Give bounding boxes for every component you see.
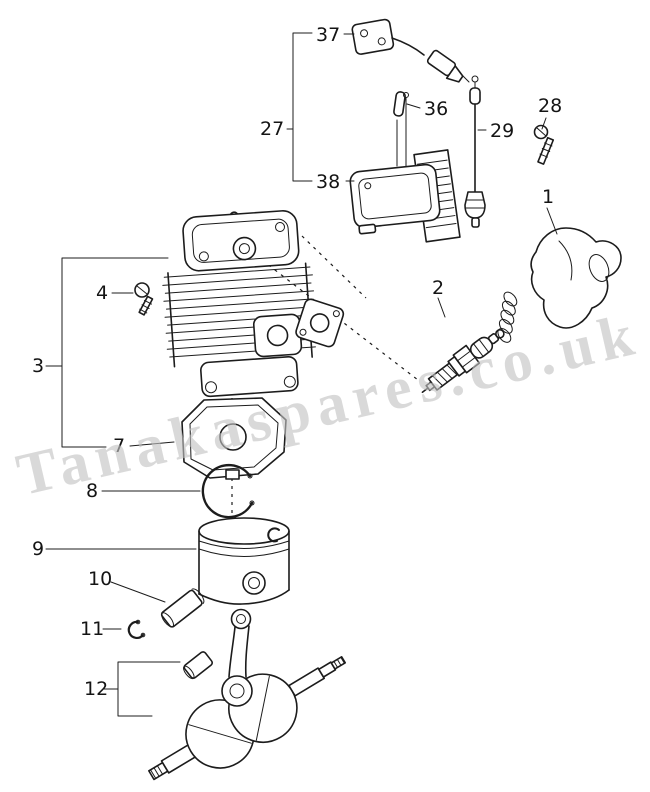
part-label-10: 10 — [88, 568, 112, 590]
part-label-29: 29 — [490, 120, 514, 142]
part-label-12: 12 — [84, 678, 108, 700]
part-label-27: 27 — [260, 118, 284, 140]
plug-wire-29 — [464, 75, 486, 228]
screw-28 — [533, 124, 555, 165]
part-label-1: 1 — [542, 186, 554, 208]
piston-9 — [198, 517, 290, 605]
part-label-2: 2 — [432, 277, 444, 299]
part-label-28: 28 — [538, 95, 562, 117]
cover-1 — [530, 227, 622, 329]
part-label-11: 11 — [80, 618, 104, 640]
snap-ring-8 — [201, 463, 255, 519]
screw-4 — [134, 282, 154, 316]
cylinder-assembly-3 — [162, 210, 345, 398]
connecting-rod — [221, 608, 253, 707]
spring-2 — [497, 291, 518, 343]
gasket-7 — [181, 397, 287, 480]
part-labels: 37 27 38 36 29 28 1 2 4 3 7 8 9 10 11 12 — [32, 24, 562, 700]
callout-27-bracket — [286, 32, 313, 182]
part-label-37: 37 — [316, 24, 340, 46]
ignition-coil-38 — [349, 92, 461, 243]
part-label-38: 38 — [316, 171, 340, 193]
spark-plug-2 — [421, 329, 505, 394]
crankshaft-assembly-12 — [148, 608, 347, 781]
retainer-clip-11 — [127, 619, 146, 639]
part-label-8: 8 — [86, 480, 98, 502]
part-label-4: 4 — [96, 282, 108, 304]
part-label-36: 36 — [424, 98, 448, 120]
terminal-pin-36 — [393, 91, 406, 117]
rod-bearing — [183, 651, 214, 680]
piston-pin-10 — [160, 588, 205, 628]
part-label-9: 9 — [32, 538, 44, 560]
mounting-bracket-37 — [351, 18, 470, 83]
callout-lines — [45, 33, 558, 717]
part-label-7: 7 — [113, 435, 125, 457]
part-label-3: 3 — [32, 355, 44, 377]
